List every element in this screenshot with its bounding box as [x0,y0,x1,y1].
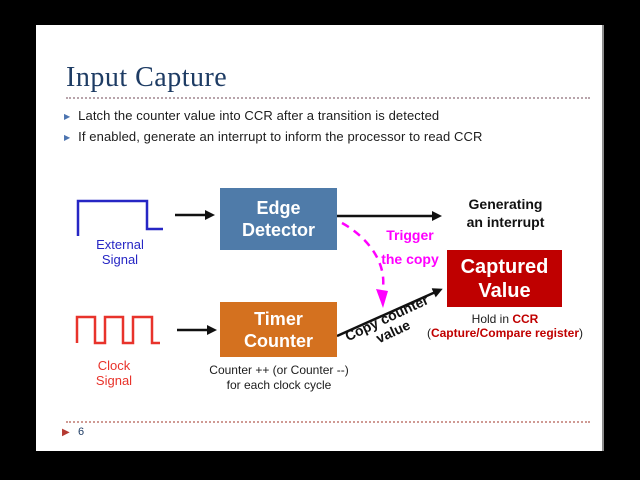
external-signal-label: External Signal [80,237,160,267]
page-title: Input Capture [66,62,228,93]
bullet-item: ▶ Latch the counter value into CCR after… [64,109,574,124]
title-divider [66,97,590,99]
bullet-item: ▶ If enabled, generate an interrupt to i… [64,130,574,145]
hold-prefix: Hold in [471,312,513,326]
slide: Input Capture ▶ Latch the counter value … [36,25,604,451]
captured-value-label-line1: Captured [460,255,549,278]
bullet-text: If enabled, generate an interrupt to inf… [78,129,483,144]
arrow-copy-counter [336,288,443,338]
counter-note: Counter ++ (or Counter --) for each cloc… [194,363,364,393]
capture-compare-register-label: (Capture/Compare register) [414,326,596,340]
timer-counter-label-line1: Timer [254,308,303,329]
hold-in-ccr-label: Hold in CCR [420,312,590,326]
edge-detector-label-line1: Edge [256,198,301,218]
external-signal-waveform-icon [76,199,163,236]
trigger-arrowhead-icon [376,289,388,308]
ccr-text: CCR [512,312,539,326]
captured-value-box: Captured Value [447,250,562,307]
register-paren-open: ( [426,326,431,340]
edge-detector-label-line2: Detector [241,220,316,240]
timer-counter-box: Timer Counter [220,302,337,357]
trigger-copy-line1: Trigger [386,227,434,243]
register-text: Capture/Compare register [430,326,580,340]
generating-interrupt-line2: an interrupt [466,214,545,230]
generating-interrupt-label: Generating an interrupt [438,195,573,231]
external-signal-label-line1: External [96,237,144,252]
clock-signal-waveform-icon [75,315,160,345]
footer-arrow-icon: ▶ [62,427,70,438]
timer-counter-label-line2: Counter [244,330,313,351]
counter-note-line1: Counter ++ (or Counter --) [209,363,349,377]
bullet-arrow-icon: ▶ [64,133,71,142]
bullet-list: ▶ Latch the counter value into CCR after… [64,109,574,151]
trigger-copy-line2: the copy [381,251,439,267]
bullet-text: Latch the counter value into CCR after a… [78,108,440,123]
bullet-arrow-icon: ▶ [64,112,71,121]
generating-interrupt-line1: Generating [468,196,543,212]
clock-signal-label-line2: Signal [95,373,133,388]
trigger-copy-label: Trigger the copy [366,223,454,271]
counter-note-line2: for each clock cycle [226,378,332,392]
trigger-dashed-arrow [341,221,385,288]
external-signal-label-line2: Signal [101,252,139,267]
footer-divider [66,421,590,423]
clock-signal-label-line1: Clock [97,358,131,373]
clock-signal-label: Clock Signal [74,358,154,388]
captured-value-label-line2: Value [478,279,531,302]
register-paren-close: ) [579,326,584,340]
page-number: 6 [78,426,85,438]
diagram-connectors [75,199,443,345]
edge-detector-box: Edge Detector [220,188,337,250]
